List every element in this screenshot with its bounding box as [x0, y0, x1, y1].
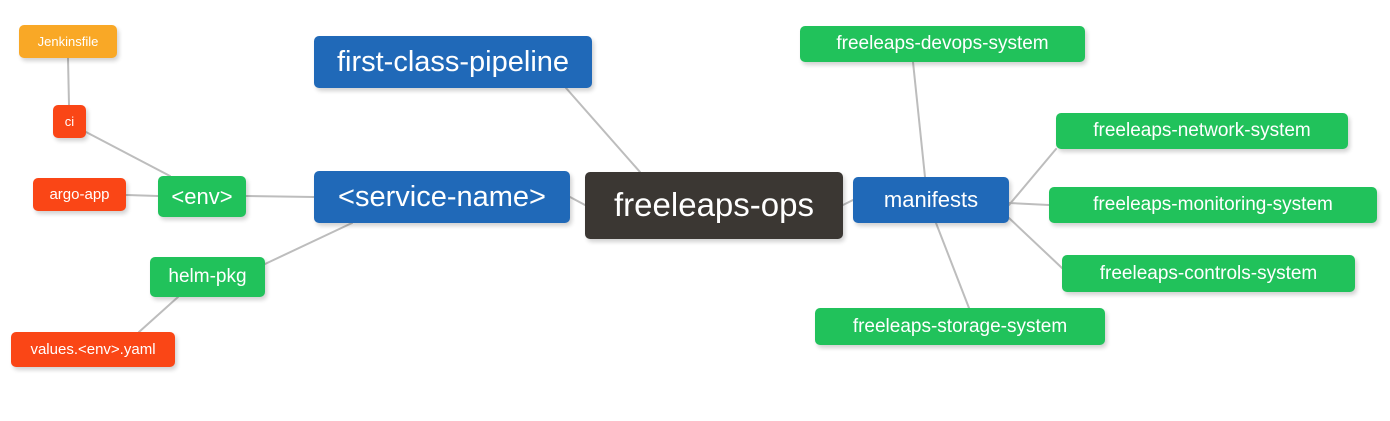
node-argo-app[interactable]: argo-app [33, 178, 126, 211]
edge-manifests-to-freeleaps-monitoring-system [1008, 202, 1050, 206]
node-label-freeleaps-storage-system: freeleaps-storage-system [852, 315, 1068, 337]
node-env[interactable]: <env> [158, 176, 246, 217]
node-label-freeleaps-devops-system: freeleaps-devops-system [836, 33, 1049, 55]
node-helm-pkg[interactable]: helm-pkg [150, 257, 265, 297]
node-freeleaps-ops[interactable]: freeleaps-ops [585, 172, 843, 239]
node-first-class-pipeline[interactable]: first-class-pipeline [314, 36, 592, 88]
node-label-ci: ci [64, 113, 75, 129]
node-label-manifests: manifests [883, 187, 979, 213]
edge-manifests-to-freeleaps-devops-system [912, 61, 926, 178]
node-label-first-class-pipeline: first-class-pipeline [336, 45, 570, 78]
edge-ci-to-jenkinsfile [67, 57, 70, 106]
node-label-values-yaml: values.<env>.yaml [30, 340, 156, 358]
node-label-helm-pkg: helm-pkg [168, 266, 247, 288]
edge-service-name-to-env [245, 195, 315, 198]
node-label-freeleaps-network-system: freeleaps-network-system [1093, 120, 1311, 142]
node-ci[interactable]: ci [53, 105, 86, 138]
node-freeleaps-storage-system[interactable]: freeleaps-storage-system [815, 308, 1105, 345]
edge-service-name-to-helm-pkg [264, 222, 353, 265]
node-manifests[interactable]: manifests [853, 177, 1009, 223]
node-label-jenkinsfile: Jenkinsfile [37, 33, 99, 49]
node-label-freeleaps-controls-system: freeleaps-controls-system [1099, 262, 1318, 284]
edge-freeleaps-ops-to-manifests [842, 199, 854, 206]
node-freeleaps-controls-system[interactable]: freeleaps-controls-system [1062, 255, 1355, 292]
node-label-env: <env> [171, 183, 233, 209]
node-values-yaml[interactable]: values.<env>.yaml [11, 332, 175, 367]
edge-helm-pkg-to-values-yaml [138, 296, 179, 333]
node-label-service-name: <service-name> [338, 180, 546, 213]
node-freeleaps-network-system[interactable]: freeleaps-network-system [1056, 113, 1348, 149]
edge-env-to-ci [85, 131, 171, 177]
edge-freeleaps-ops-to-service-name [569, 196, 586, 206]
node-label-freeleaps-ops: freeleaps-ops [614, 186, 814, 224]
node-freeleaps-devops-system[interactable]: freeleaps-devops-system [800, 26, 1085, 62]
node-label-freeleaps-monitoring-system: freeleaps-monitoring-system [1093, 194, 1333, 216]
node-freeleaps-monitoring-system[interactable]: freeleaps-monitoring-system [1049, 187, 1377, 223]
edge-freeleaps-ops-to-first-class-pipeline [565, 87, 641, 173]
node-label-argo-app: argo-app [49, 185, 110, 203]
node-jenkinsfile[interactable]: Jenkinsfile [19, 25, 117, 58]
edge-env-to-argo-app [125, 194, 159, 197]
node-service-name[interactable]: <service-name> [314, 171, 570, 223]
edge-manifests-to-freeleaps-storage-system [935, 222, 970, 309]
edge-manifests-to-freeleaps-controls-system [1008, 217, 1063, 269]
